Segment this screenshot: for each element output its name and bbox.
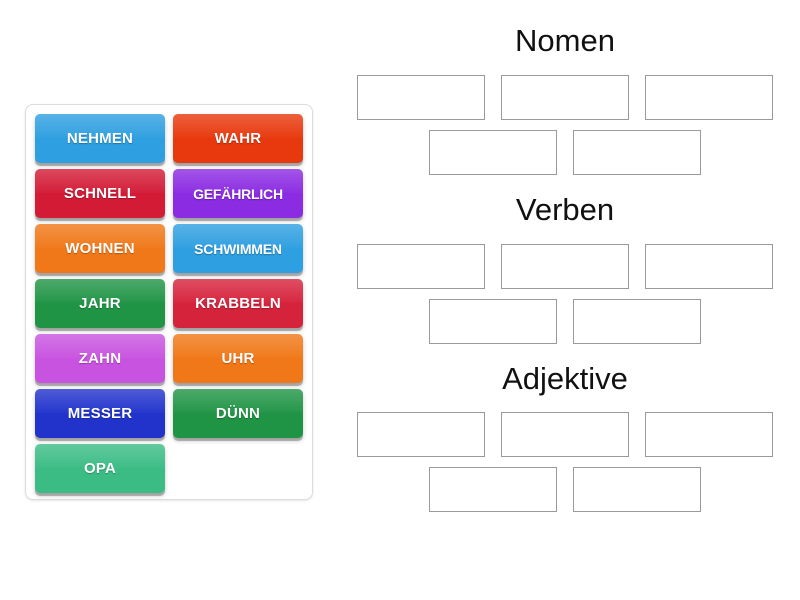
drop-slot[interactable] (357, 412, 485, 458)
word-tile-label: WOHNEN (65, 240, 135, 257)
word-tile-label: SCHNELL (63, 185, 137, 202)
word-tile[interactable]: MESSER (35, 389, 165, 438)
drop-slot[interactable] (573, 129, 701, 175)
category-group: Adjektive (345, 360, 785, 513)
word-tile-cell: NEHMEN (31, 111, 169, 166)
drop-slot[interactable] (645, 243, 773, 289)
drop-slot[interactable] (645, 74, 773, 120)
drop-slot[interactable] (573, 467, 701, 513)
word-tile[interactable]: GEFÄHRLICH (173, 169, 303, 218)
word-tile-label: OPA (84, 460, 116, 477)
word-tile[interactable]: ZAHN (35, 334, 165, 383)
drop-slot-row (345, 74, 785, 120)
drop-slot-row (345, 298, 785, 344)
word-tile-label: NEHMEN (66, 130, 134, 147)
word-tile-cell: SCHNELL (31, 166, 169, 221)
word-tile-cell: UHR (169, 331, 307, 386)
word-tile-cell: DÜNN (169, 386, 307, 441)
category-group: Nomen (345, 22, 785, 175)
word-tile-grid: NEHMEN WAHR SCHNELL GEFÄHRLICH WOHNEN SCHWIMM… (31, 111, 307, 496)
drop-slot[interactable] (573, 298, 701, 344)
word-tile-label: UHR (221, 350, 255, 367)
drop-slot[interactable] (429, 129, 557, 175)
word-tile-label: GEFÄHRLICH (193, 185, 283, 202)
drop-slot[interactable] (645, 412, 773, 458)
word-tile[interactable]: UHR (173, 334, 303, 383)
word-tile-cell: MESSER (31, 386, 169, 441)
word-tile[interactable]: WOHNEN (35, 224, 165, 273)
word-tile-cell: JAHR (31, 276, 169, 331)
drop-slot[interactable] (429, 298, 557, 344)
drop-slot[interactable] (501, 74, 629, 120)
drop-slot[interactable] (501, 243, 629, 289)
drop-slot[interactable] (357, 243, 485, 289)
category-group: Verben (345, 191, 785, 344)
word-tile-label: WAHR (214, 130, 262, 147)
word-tile-cell: SCHWIMMEN (169, 221, 307, 276)
drop-slot[interactable] (501, 412, 629, 458)
word-tile-cell: KRABBELN (169, 276, 307, 331)
word-tile[interactable]: WAHR (173, 114, 303, 163)
word-tile-label: MESSER (67, 405, 133, 422)
word-tile-cell: OPA (31, 441, 169, 496)
word-tile[interactable]: JAHR (35, 279, 165, 328)
category-title: Adjektive (502, 360, 628, 396)
word-tile-label: ZAHN (78, 350, 122, 367)
drop-slot-row (345, 243, 785, 289)
word-tile-cell: GEFÄHRLICH (169, 166, 307, 221)
word-tile-label: KRABBELN (195, 295, 281, 312)
word-tile[interactable]: NEHMEN (35, 114, 165, 163)
category-title: Nomen (515, 23, 615, 58)
word-tile[interactable]: SCHWIMMEN (173, 224, 303, 273)
word-tile-cell: ZAHN (31, 331, 169, 386)
drop-slot[interactable] (429, 467, 557, 513)
word-tile[interactable]: SCHNELL (35, 169, 165, 218)
drop-slot-row (345, 412, 785, 458)
word-tile-label: SCHWIMMEN (194, 240, 282, 257)
category-title: Verben (515, 191, 615, 227)
word-tile[interactable]: OPA (35, 444, 165, 493)
word-tile-label: JAHR (79, 295, 121, 312)
word-tile[interactable]: KRABBELN (173, 279, 303, 328)
word-bank-panel: NEHMEN WAHR SCHNELL GEFÄHRLICH WOHNEN SCHWIMM… (25, 104, 313, 500)
word-tile-cell: WOHNEN (31, 221, 169, 276)
drop-slot[interactable] (357, 74, 485, 120)
word-tile[interactable]: DÜNN (173, 389, 303, 438)
word-tile-cell: WAHR (169, 111, 307, 166)
word-tile-label: DÜNN (215, 405, 261, 422)
drop-slot-row (345, 467, 785, 513)
drop-slot-row (345, 129, 785, 175)
